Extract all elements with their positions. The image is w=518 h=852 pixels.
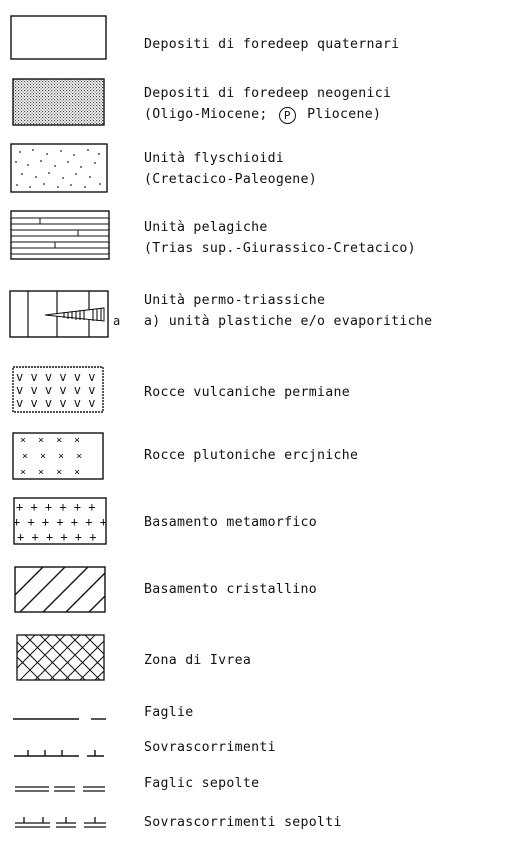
legend-label: Unità permo-triassiche a) unità plastich… xyxy=(144,290,432,332)
legend-label-line1: Depositi di foredeep neogenici xyxy=(144,86,392,101)
swatch-diagonal-lines xyxy=(14,566,106,613)
swatch-horizontal-lines xyxy=(10,210,110,260)
legend-label: Unità flyschioidi (Cretacico-Paleogene) xyxy=(144,148,317,190)
legend-item-hercynian-plutonics: × × × × × × × × × × × × Rocce plutoniche… xyxy=(0,432,518,492)
swatch-v-pattern: v v v v v v v v v v v v v v v v v v xyxy=(12,366,104,413)
swatch-crosshatch xyxy=(16,634,105,681)
legend-item-ivrea-zone: Zona di Ivrea xyxy=(0,632,518,692)
legend-label: Unità pelagiche (Trias sup.-Giurassico-C… xyxy=(144,217,416,259)
legend-item-metamorphic-basement: + + + + + + + + + + + + + + + + + + + Ba… xyxy=(0,496,518,556)
svg-text:+ + + + + +: + + + + + + xyxy=(16,500,95,514)
buried-fault-icon xyxy=(15,786,105,792)
svg-text:v v v v v v: v v v v v v xyxy=(16,396,95,410)
label-part: (Oligo-Miocene; xyxy=(144,107,268,122)
swatch-fine-stipple xyxy=(12,78,105,126)
legend-label: Faglie xyxy=(144,705,194,720)
svg-text:+ + + + + +: + + + + + + xyxy=(17,530,96,544)
legend-item-permian-volcanics: v v v v v v v v v v v v v v v v v v Rocc… xyxy=(0,365,518,425)
svg-text:+ + + + + + +: + + + + + + + xyxy=(13,515,107,529)
legend-label-line2: (Trias sup.-Giurassico-Cretacico) xyxy=(144,241,416,256)
swatch-plus-pattern: + + + + + + + + + + + + + + + + + + + xyxy=(13,497,107,545)
legend-item-faults: Faglie xyxy=(0,702,518,732)
swatch-vertical-blocks-with-wedge: a xyxy=(9,290,120,338)
inset-label: a xyxy=(113,314,120,328)
swatch-x-pattern: × × × × × × × × × × × × xyxy=(12,432,104,480)
evaporite-wedge-icon xyxy=(44,307,105,322)
legend-label-line2: a) unità plastiche e/o evaporitiche xyxy=(144,314,433,329)
fault-line-icon xyxy=(13,718,106,720)
buried-thrust-icon xyxy=(15,817,106,828)
legend-item-buried-thrusts: Sovrascorrimenti sepolti xyxy=(0,809,518,841)
legend-label: Basamento metamorfico xyxy=(144,515,318,530)
legend-item-crystalline-basement: Basamento cristallino xyxy=(0,565,518,625)
legend-item-quaternary-foredeep: Depositi di foredeep quaternari xyxy=(0,14,518,74)
svg-text:× × × ×: × × × × xyxy=(20,435,80,446)
svg-text:× × × ×: × × × × xyxy=(22,451,82,462)
swatch-blank xyxy=(10,15,107,60)
legend-label: Depositi di foredeep quaternari xyxy=(144,37,400,52)
legend-label: Zona di Ivrea xyxy=(144,653,252,668)
legend-item-neogene-foredeep: Depositi di foredeep neogenici (Oligo-Mi… xyxy=(0,75,518,135)
swatch-sparse-dots xyxy=(10,143,108,193)
legend-label: Rocce plutoniche ercjniche xyxy=(144,448,359,463)
legend-label-line2: (Oligo-Miocene; P Pliocene) xyxy=(144,104,391,125)
legend-label-line1: Unità flyschioidi xyxy=(144,151,285,166)
legend-label-line1: Unità permo-triassiche xyxy=(144,293,326,308)
thrust-line-icon xyxy=(14,750,104,757)
svg-text:× × × ×: × × × × xyxy=(20,467,80,478)
legend-label: Faglic sepolte xyxy=(144,776,260,791)
legend-label: Depositi di foredeep neogenici (Oligo-Mi… xyxy=(144,83,391,125)
legend-item-permo-triassic: a Unità permo-triassiche a) unità plasti… xyxy=(0,287,518,349)
legend-label: Basamento cristallino xyxy=(144,582,318,597)
legend-label: Sovrascorrimenti xyxy=(144,740,276,755)
legend-item-thrusts: Sovrascorrimenti xyxy=(0,737,518,767)
label-part: Pliocene) xyxy=(307,107,382,122)
legend-label: Rocce vulcaniche permiane xyxy=(144,385,350,400)
svg-text:v v v v v v: v v v v v v xyxy=(16,383,95,397)
legend-item-buried-faults: Faglic sepolte xyxy=(0,773,518,803)
svg-text:v v v v v v: v v v v v v xyxy=(16,370,95,384)
legend-item-pelagic: Unità pelagiche (Trias sup.-Giurassico-C… xyxy=(0,210,518,270)
legend-label-line2: (Cretacico-Paleogene) xyxy=(144,172,318,187)
pliocene-circle-icon: P xyxy=(278,107,296,124)
legend-item-flysch: Unità flyschioidi (Cretacico-Paleogene) xyxy=(0,142,518,202)
legend-label-line1: Unità pelagiche xyxy=(144,220,268,235)
legend-label: Sovrascorrimenti sepolti xyxy=(144,815,342,830)
